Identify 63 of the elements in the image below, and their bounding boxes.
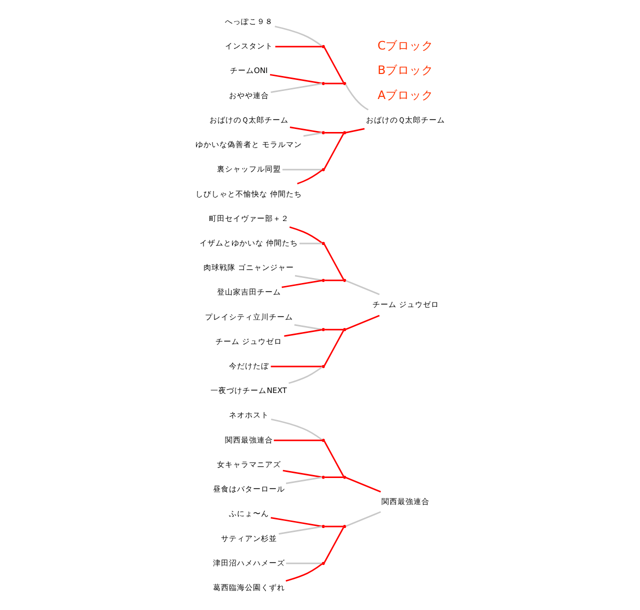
connector [299, 242, 322, 244]
node-point [321, 131, 324, 134]
label: Aブロック [377, 88, 434, 102]
label: Cブロック [377, 38, 434, 53]
connector [324, 132, 343, 134]
node-point [321, 82, 324, 86]
connector [294, 324, 322, 330]
connector [270, 517, 322, 528]
connector [345, 314, 380, 330]
connector [345, 476, 380, 493]
connector [274, 46, 322, 48]
node-point [321, 242, 324, 246]
connector [289, 126, 322, 134]
connector [270, 82, 322, 93]
node-point [342, 278, 346, 282]
node-point [321, 168, 324, 172]
node-point [321, 476, 324, 479]
connector [323, 244, 344, 280]
connector [323, 133, 344, 170]
connector [284, 329, 322, 337]
connector [286, 562, 322, 564]
node-point [342, 524, 346, 528]
node-point [321, 438, 324, 442]
connector [324, 328, 343, 330]
connector [324, 476, 343, 478]
node-point [321, 45, 324, 48]
connector [274, 26, 322, 47]
node-point [321, 278, 324, 282]
node-point [321, 328, 324, 332]
node-point [342, 328, 346, 332]
connector [345, 511, 380, 527]
label: Bブロック [377, 63, 434, 78]
connector [285, 476, 322, 484]
connector [324, 280, 343, 282]
connector [281, 280, 322, 288]
connector [345, 280, 380, 296]
node-point [342, 82, 346, 86]
connector [324, 82, 343, 84]
connector [302, 132, 322, 137]
connector [296, 170, 322, 184]
connector [323, 47, 344, 83]
connector [285, 563, 322, 582]
node-point [321, 364, 324, 368]
connector [282, 470, 322, 478]
connector [323, 440, 344, 477]
connector [273, 440, 322, 442]
connector [278, 526, 322, 535]
connector [270, 366, 322, 368]
connector [288, 366, 322, 384]
connector [282, 168, 322, 170]
node-point [321, 524, 324, 528]
node-point [321, 562, 324, 565]
connector [323, 330, 344, 366]
node-point [342, 131, 346, 134]
connector [269, 74, 322, 84]
connector [323, 527, 344, 563]
connector [270, 418, 322, 440]
connector [324, 526, 343, 528]
connector [345, 128, 364, 134]
node-point [342, 476, 346, 479]
connector [294, 275, 322, 281]
connector [288, 226, 322, 244]
connector [344, 84, 368, 110]
